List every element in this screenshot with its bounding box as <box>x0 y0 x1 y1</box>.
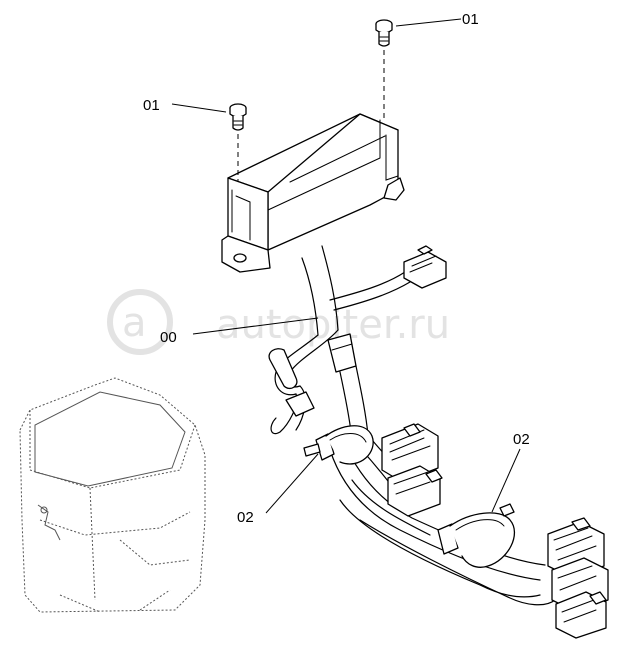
leader-bolt-left <box>171 103 227 113</box>
leader-bolt-top <box>395 18 462 27</box>
callout-clamp-left: 02 <box>237 509 254 526</box>
connector-cluster-right <box>547 517 609 639</box>
cab-harness-marker <box>40 506 48 514</box>
callout-clamp-right: 02 <box>513 431 530 448</box>
leader-clamp-right <box>491 448 521 513</box>
callout-harness: 00 <box>160 329 177 346</box>
clamp-left <box>303 425 374 465</box>
bolt-top <box>375 19 393 47</box>
bolt-left <box>229 103 247 131</box>
connector-cluster-center <box>381 423 443 517</box>
clamp-right <box>437 503 516 568</box>
callout-bolt-left: 01 <box>143 97 160 114</box>
cab-locator-inset <box>19 377 206 613</box>
watermark-logo-ring <box>107 289 173 355</box>
wire-harness <box>268 245 556 606</box>
leader-harness <box>192 317 319 335</box>
leader-clamp-left <box>265 453 319 514</box>
controller-box <box>221 113 405 273</box>
callout-bolt-top: 01 <box>462 11 479 28</box>
mount-hole-left <box>233 253 247 263</box>
watermark-logo-letter: a <box>122 300 147 346</box>
